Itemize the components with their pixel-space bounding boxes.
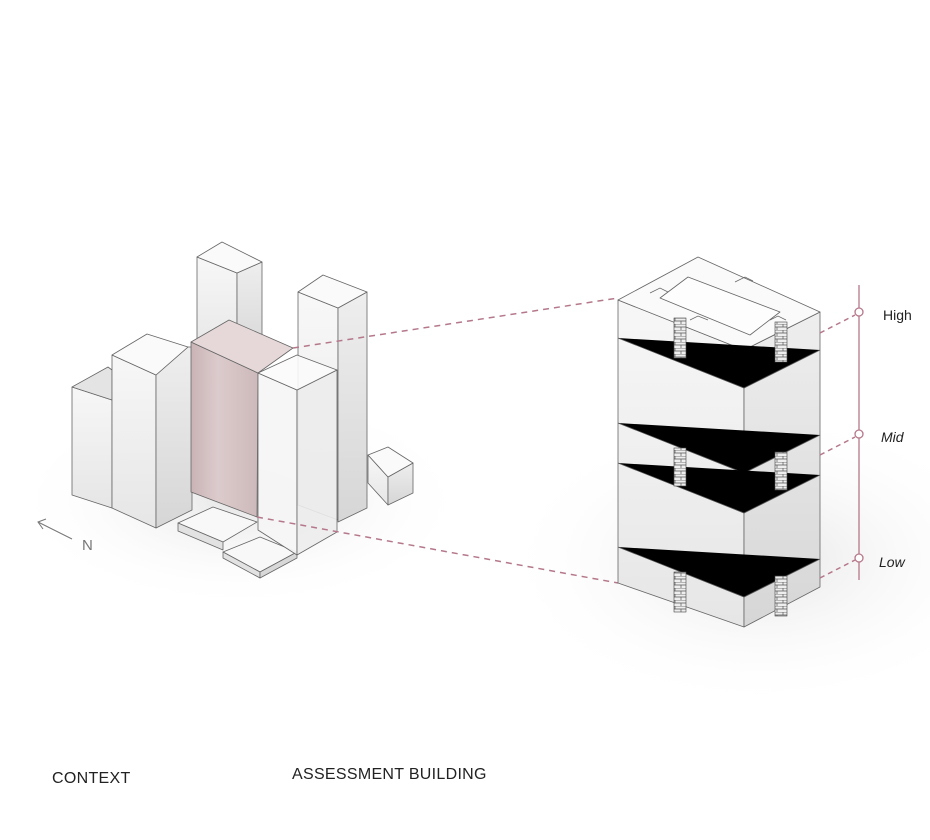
level-marker-low [854, 553, 864, 563]
context-building-far-left [71, 366, 113, 509]
assessment-building-model [617, 256, 821, 628]
level-label-low: Low [879, 554, 905, 570]
assessment-building-caption: ASSESSMENT BUILDING [292, 766, 487, 783]
north-label: N [82, 537, 94, 554]
context-building-small-right [367, 446, 414, 506]
context-model [37, 241, 414, 579]
floor-lines [617, 337, 821, 598]
north-arrow [37, 518, 73, 540]
level-label-high: High [883, 307, 912, 323]
level-marker-high [854, 307, 864, 317]
level-scale [819, 285, 864, 580]
level-marker-mid [854, 429, 864, 439]
context-caption: CONTEXT [52, 770, 131, 787]
assessment-building-in-context [190, 319, 294, 518]
level-label-mid: Mid [881, 429, 904, 445]
brick-strips [673, 317, 788, 617]
context-building-front-white [257, 354, 338, 556]
context-building-tall-left [111, 333, 193, 529]
